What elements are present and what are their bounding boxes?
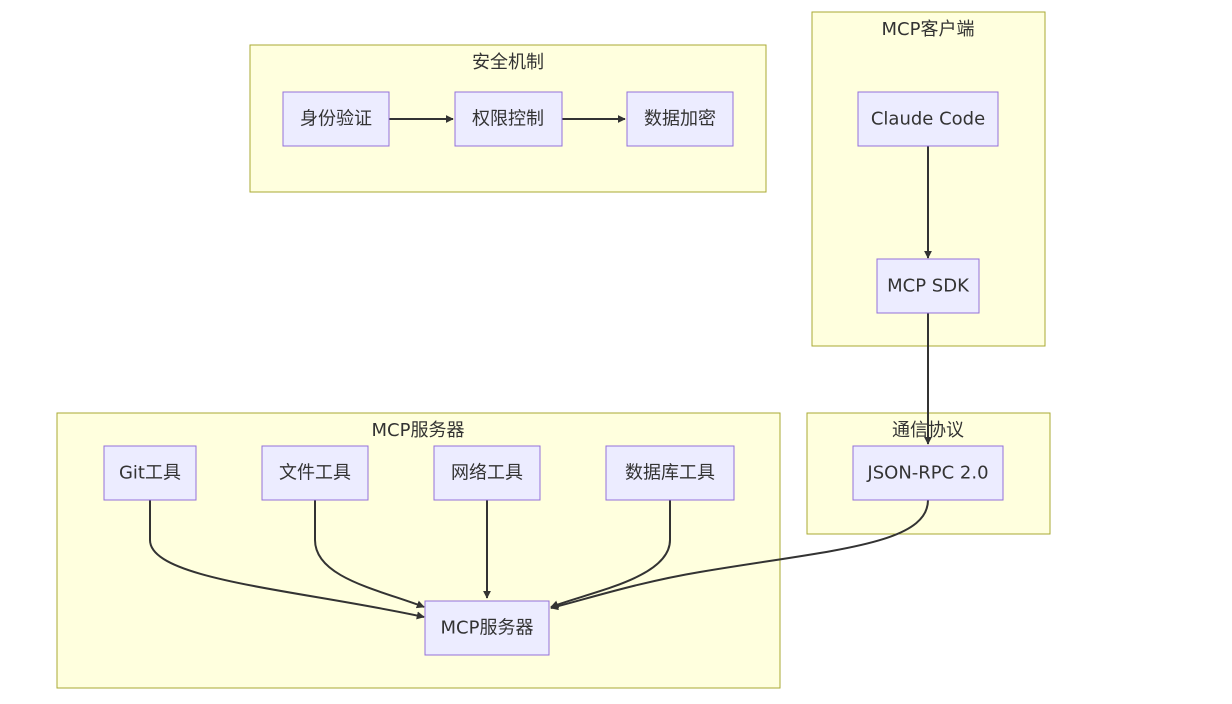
node-file-tool-box <box>261 445 369 501</box>
node-mcp-sdk-box <box>876 258 980 314</box>
node-file-tool: 文件工具 <box>261 445 369 501</box>
node-encryption-box <box>626 91 734 147</box>
node-git-tool-label: Git工具 <box>119 463 181 484</box>
edge-file-to-server <box>314 500 425 609</box>
cluster-client-label: MCP客户端 <box>882 19 975 40</box>
node-network-tool-box <box>433 445 541 501</box>
node-jsonrpc-box <box>852 445 1004 501</box>
node-jsonrpc-label: JSON-RPC 2.0 <box>866 463 988 484</box>
node-encryption-label: 数据加密 <box>644 109 716 130</box>
node-mcp-server-box <box>424 600 550 656</box>
cluster-security-label: 安全机制 <box>472 52 544 73</box>
edges <box>149 115 932 620</box>
node-mcp-sdk-label: MCP SDK <box>887 276 970 297</box>
node-jsonrpc: JSON-RPC 2.0 <box>852 445 1004 501</box>
node-auth-label: 身份验证 <box>300 109 372 130</box>
cluster-server-label: MCP服务器 <box>372 420 465 441</box>
node-permission-label: 权限控制 <box>472 109 544 130</box>
edge-jsonrpc-to-server <box>550 499 929 611</box>
edge-db-to-server <box>550 500 671 609</box>
node-git-tool-box <box>103 445 197 501</box>
node-file-tool-label: 文件工具 <box>279 463 351 484</box>
cluster-protocol-label: 通信协议 <box>892 420 964 441</box>
node-db-tool: 数据库工具 <box>605 445 735 501</box>
node-network-tool: 网络工具 <box>433 445 541 501</box>
node-mcp-sdk: MCP SDK <box>876 258 980 314</box>
node-claude-code: Claude Code <box>857 91 999 147</box>
node-db-tool-label: 数据库工具 <box>625 463 715 484</box>
node-claude-code-label: Claude Code <box>871 109 985 130</box>
node-network-tool-label: 网络工具 <box>451 463 523 484</box>
edge-git-to-server <box>149 500 425 620</box>
node-auth: 身份验证 <box>282 91 390 147</box>
node-encryption: 数据加密 <box>626 91 734 147</box>
node-permission-box <box>454 91 563 147</box>
node-claude-code-box <box>857 91 999 147</box>
node-mcp-server-label: MCP服务器 <box>441 618 534 639</box>
node-mcp-server: MCP服务器 <box>424 600 550 656</box>
node-db-tool-box <box>605 445 735 501</box>
node-auth-box <box>282 91 390 147</box>
node-git-tool: Git工具 <box>103 445 197 501</box>
node-permission: 权限控制 <box>454 91 563 147</box>
